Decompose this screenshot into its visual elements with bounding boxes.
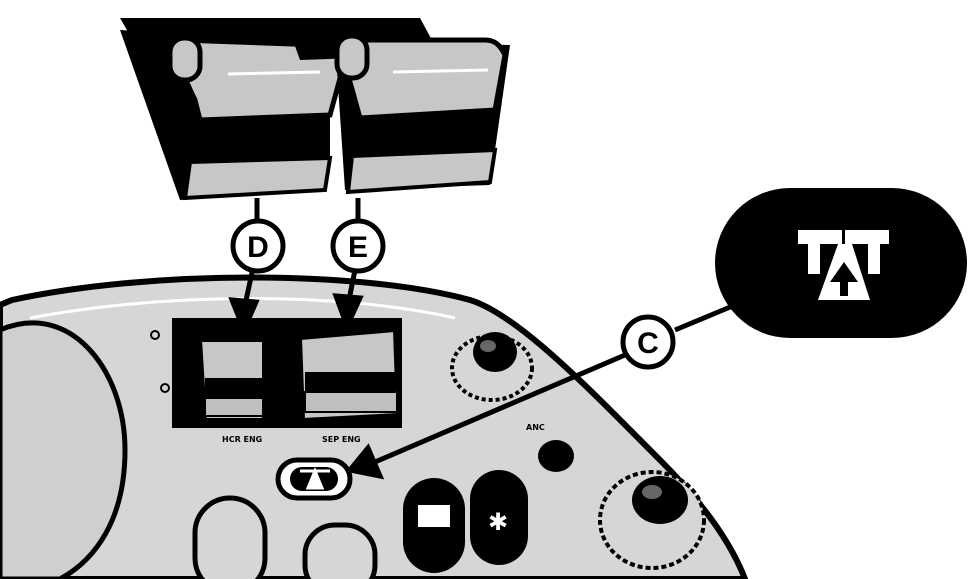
- panel-button-cab[interactable]: [403, 478, 465, 573]
- svg-text:E: E: [348, 231, 368, 264]
- callout-d: D: [230, 218, 286, 274]
- panel-recess-left: [192, 495, 378, 579]
- rotary-knob-upper[interactable]: [450, 332, 534, 402]
- svg-text:C: C: [637, 327, 659, 360]
- enlarged-highway-switch: [715, 188, 967, 338]
- fan-icon: ✱: [488, 508, 508, 536]
- leader-arrows: [228, 198, 736, 480]
- switch-e-label: SEP ENG: [322, 435, 361, 444]
- svg-text:D: D: [247, 231, 269, 264]
- panel-highway-switch[interactable]: [275, 457, 353, 501]
- switch-d-label: HCR ENG: [222, 435, 262, 444]
- callout-c: C: [620, 314, 676, 370]
- rotary-knob-lower[interactable]: [598, 470, 706, 570]
- round-gauge: [0, 320, 128, 579]
- panel-button-fan[interactable]: ✱: [470, 470, 528, 565]
- panel-switch-e[interactable]: SEP ENG: [262, 318, 402, 444]
- callout-e: E: [330, 218, 386, 274]
- enlarged-switch-e: [285, 18, 510, 195]
- enlarged-switch-d: [120, 18, 348, 201]
- highway-road-arrow-icon: [798, 230, 889, 300]
- anc-button[interactable]: ANC: [526, 423, 574, 472]
- anc-label: ANC: [526, 423, 545, 432]
